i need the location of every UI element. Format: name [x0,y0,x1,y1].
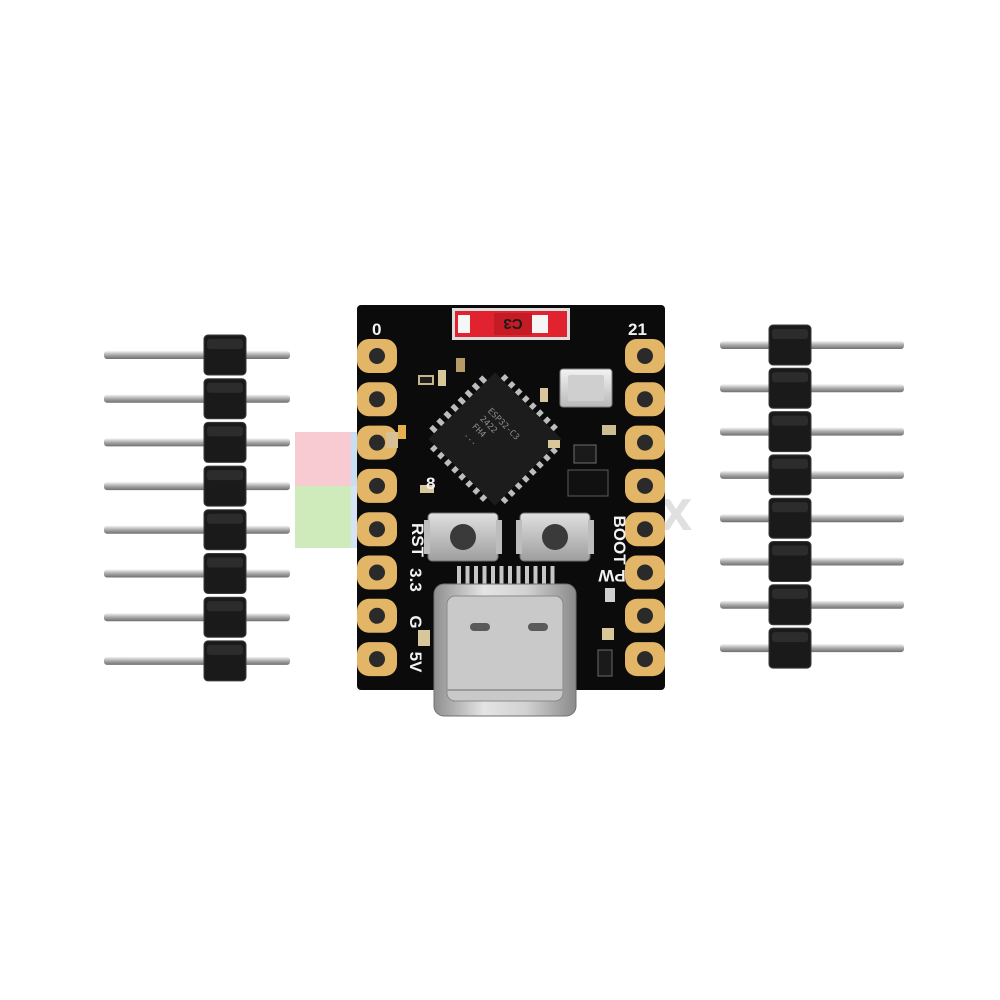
header-pin [720,384,904,393]
smd-components [386,358,616,677]
header-pin [104,656,290,665]
pad-hole [369,521,385,538]
pin-label-rst: RST [408,523,427,558]
left-pads [357,339,397,677]
pin-label-pw: PW [597,566,625,585]
left-pin-header [104,334,290,682]
right-pin-header [720,324,904,669]
esp32-c3-board: C3 ESP32-C3 2422 FH4 ... [357,305,665,717]
header-pin [104,351,290,359]
pad-hole [369,564,385,581]
antenna-label: C3 [503,315,522,332]
pad-hole [637,434,653,451]
usb-c-connector [433,566,577,717]
right-pads [625,339,665,677]
header-pin [104,394,290,403]
boot-button[interactable] [516,512,594,562]
header-pin [104,525,290,534]
pin-label-0: 0 [372,320,381,339]
pad-hole [369,651,385,668]
rst-button[interactable] [424,512,502,562]
ceramic-antenna: C3 [452,308,570,340]
pad-hole [637,477,653,494]
header-pin [720,600,904,609]
header-pin [104,613,290,622]
pin-label-5v: 5V [406,652,425,673]
pin-label-gnd: G [406,615,425,628]
header-pin [104,482,290,491]
pin-label-boot: BOOT [610,515,629,565]
header-pin [720,514,904,523]
pad-hole [637,521,653,538]
header-pin [720,470,904,479]
pad-hole [369,607,385,624]
header-pin [104,438,290,447]
crystal-oscillator [559,368,613,408]
header-pin [720,644,904,653]
header-pin [104,569,290,578]
header-pin [720,427,904,436]
pin-label-21: 21 [628,320,647,339]
pad-hole [369,434,385,451]
pin-label-8: 8 [426,474,435,493]
pad-hole [637,607,653,624]
pad-hole [369,391,385,408]
pin-label-3v3: 3.3 [406,568,425,592]
esp32-c3-chip: ESP32-C3 2422 FH4 ... [428,372,562,506]
pad-hole [369,477,385,494]
pad-hole [637,564,653,581]
pad-hole [637,651,653,668]
header-pin [720,341,904,349]
watermark-text: x [660,478,692,543]
pad-hole [369,348,385,364]
pad-hole [637,391,653,408]
header-pin [720,557,904,566]
pad-hole [637,348,653,364]
